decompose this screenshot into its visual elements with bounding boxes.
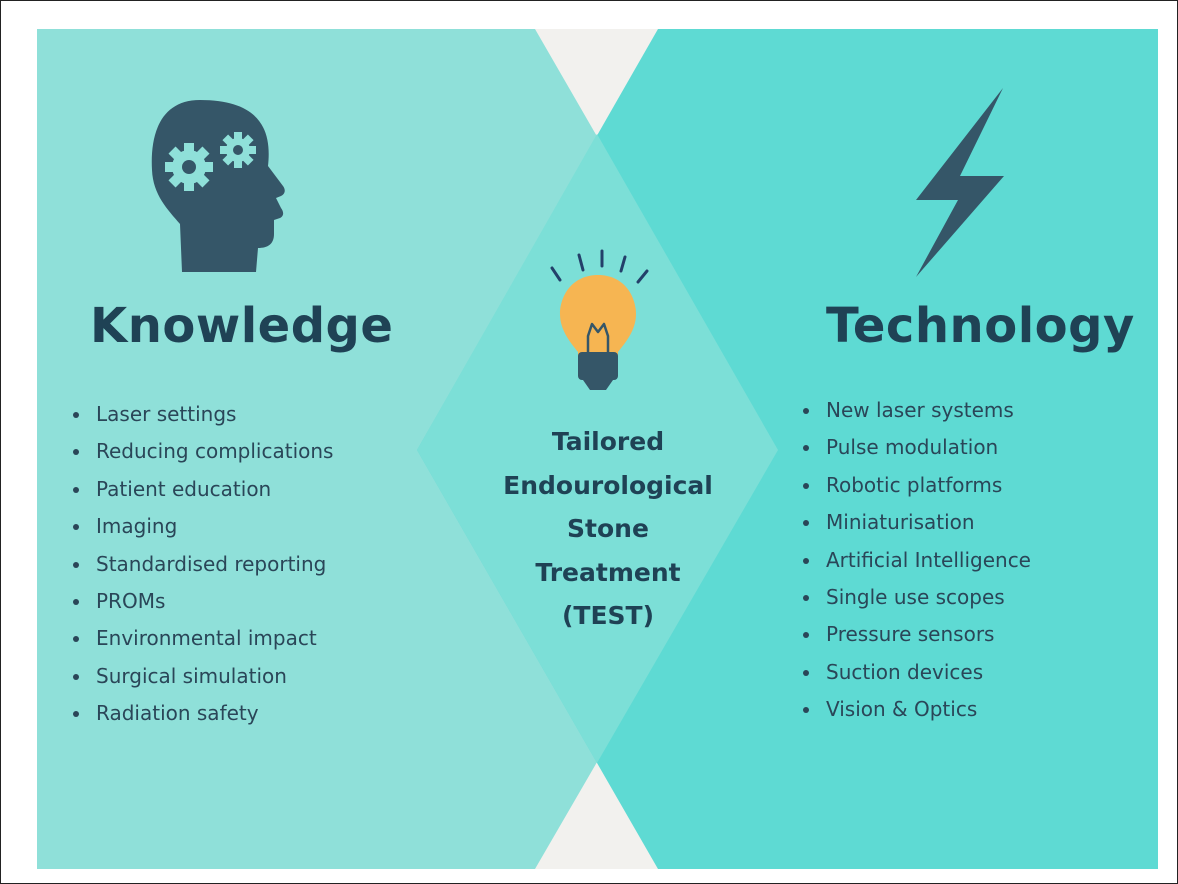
list-item: Vision & Optics [800, 691, 1031, 728]
lightning-bolt-icon [916, 88, 1004, 277]
center-title: Tailored Endourological Stone Treatment … [468, 420, 748, 638]
list-item: Pulse modulation [800, 429, 1031, 466]
list-item: Radiation safety [70, 695, 333, 732]
head-with-gears-icon [151, 100, 285, 272]
center-title-line: Treatment [535, 557, 681, 587]
list-item: Standardised reporting [70, 546, 333, 583]
list-item: Robotic platforms [800, 467, 1031, 504]
center-title-line: Endourological [503, 470, 713, 500]
light-bulb-icon [550, 249, 649, 390]
center-title-line: Stone [567, 514, 649, 543]
list-item: Pressure sensors [800, 616, 1031, 653]
center-title-line: (TEST) [561, 601, 655, 630]
center-title-line: Tailored [551, 427, 665, 456]
list-item: Single use scopes [800, 579, 1031, 616]
list-item: Imaging [70, 508, 333, 545]
knowledge-heading: Knowledge [90, 298, 394, 354]
center-overlap-diamond [417, 134, 778, 763]
list-item: Patient education [70, 471, 333, 508]
list-item: New laser systems [800, 392, 1031, 429]
list-item: PROMs [70, 583, 333, 620]
technology-list: New laser systems Pulse modulation Robot… [800, 392, 1031, 729]
list-item: Miniaturisation [800, 504, 1031, 541]
list-item: Surgical simulation [70, 658, 333, 695]
list-item: Suction devices [800, 654, 1031, 691]
knowledge-list: Laser settings Reducing complications Pa… [70, 396, 333, 733]
technology-heading: Technology [826, 298, 1135, 354]
list-item: Laser settings [70, 396, 333, 433]
list-item: Environmental impact [70, 620, 333, 657]
list-item: Artificial Intelligence [800, 542, 1031, 579]
list-item: Reducing complications [70, 433, 333, 470]
